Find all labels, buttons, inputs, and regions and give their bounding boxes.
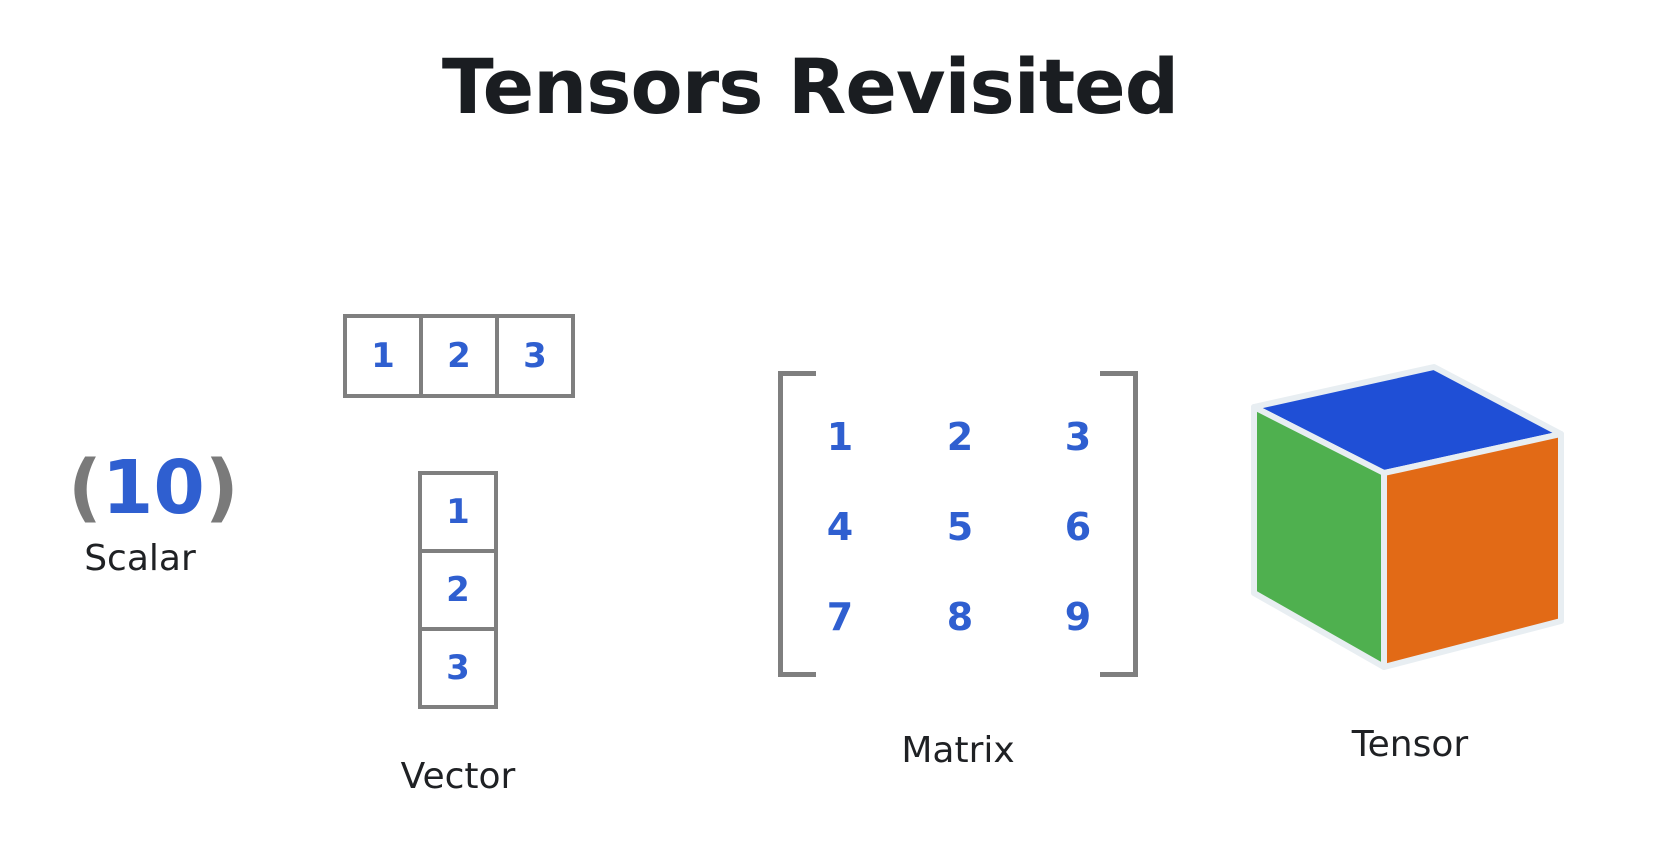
matrix-cell: 9 (1064, 595, 1092, 639)
scalar-open-paren: ( (68, 445, 102, 531)
vector-label: Vector (400, 756, 516, 797)
scalar-value: 10 (101, 445, 205, 531)
matrix-cell: 5 (946, 505, 974, 549)
matrix-cell: 1 (826, 415, 854, 459)
scalar-value-group: (10) (68, 445, 239, 531)
row-vector-cell-3: 3 (495, 314, 575, 398)
column-vector-cell-1: 1 (418, 471, 498, 553)
column-vector-cell-2: 2 (418, 549, 498, 631)
row-vector-cell-1: 1 (343, 314, 423, 398)
matrix-cell: 8 (946, 595, 974, 639)
column-vector-cell-3: 3 (418, 627, 498, 709)
scalar-label: Scalar (84, 538, 196, 579)
matrix-left-bracket (778, 371, 816, 677)
matrix-cell: 4 (826, 505, 854, 549)
row-vector-cell-2: 2 (419, 314, 499, 398)
matrix-cell: 6 (1064, 505, 1092, 549)
scalar-close-paren: ) (204, 445, 239, 531)
matrix-cell: 2 (946, 415, 974, 459)
matrix-cell: 3 (1064, 415, 1092, 459)
matrix-cell: 7 (826, 595, 854, 639)
matrix-label: Matrix (901, 730, 1015, 771)
tensor-label: Tensor (1351, 724, 1469, 765)
cube-right-face (1381, 431, 1564, 670)
matrix-right-bracket (1100, 371, 1138, 677)
tensor-cube-icon (1251, 364, 1564, 670)
slide-title: Tensors Revisited (441, 42, 1179, 131)
